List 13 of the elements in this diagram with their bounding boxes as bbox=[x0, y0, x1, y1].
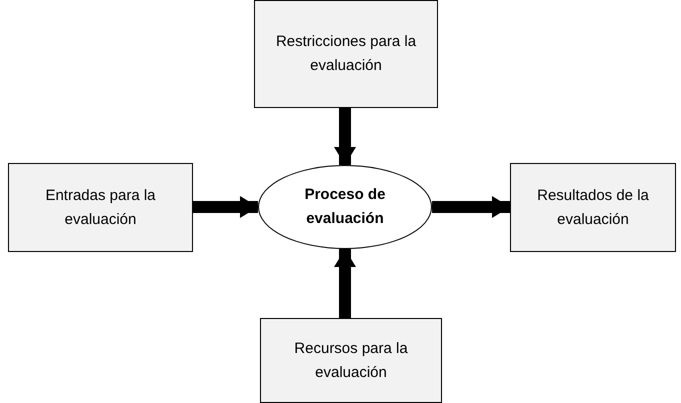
block-arrow bbox=[432, 196, 510, 218]
input-box bbox=[254, 0, 438, 108]
node-text: Restricciones para la evaluación bbox=[274, 32, 418, 76]
block-arrow bbox=[334, 108, 356, 165]
node-text: Entradas para la evaluación bbox=[44, 186, 157, 230]
input-box bbox=[510, 163, 676, 252]
input-box bbox=[8, 163, 193, 252]
node-text: Resultados de la evaluación bbox=[536, 186, 650, 230]
node-text: Recursos para la evaluación bbox=[293, 338, 409, 382]
block-arrow bbox=[193, 196, 258, 218]
block-arrow bbox=[334, 249, 356, 318]
node-text: Proceso de evaluación bbox=[304, 185, 386, 229]
input-box bbox=[260, 318, 442, 403]
